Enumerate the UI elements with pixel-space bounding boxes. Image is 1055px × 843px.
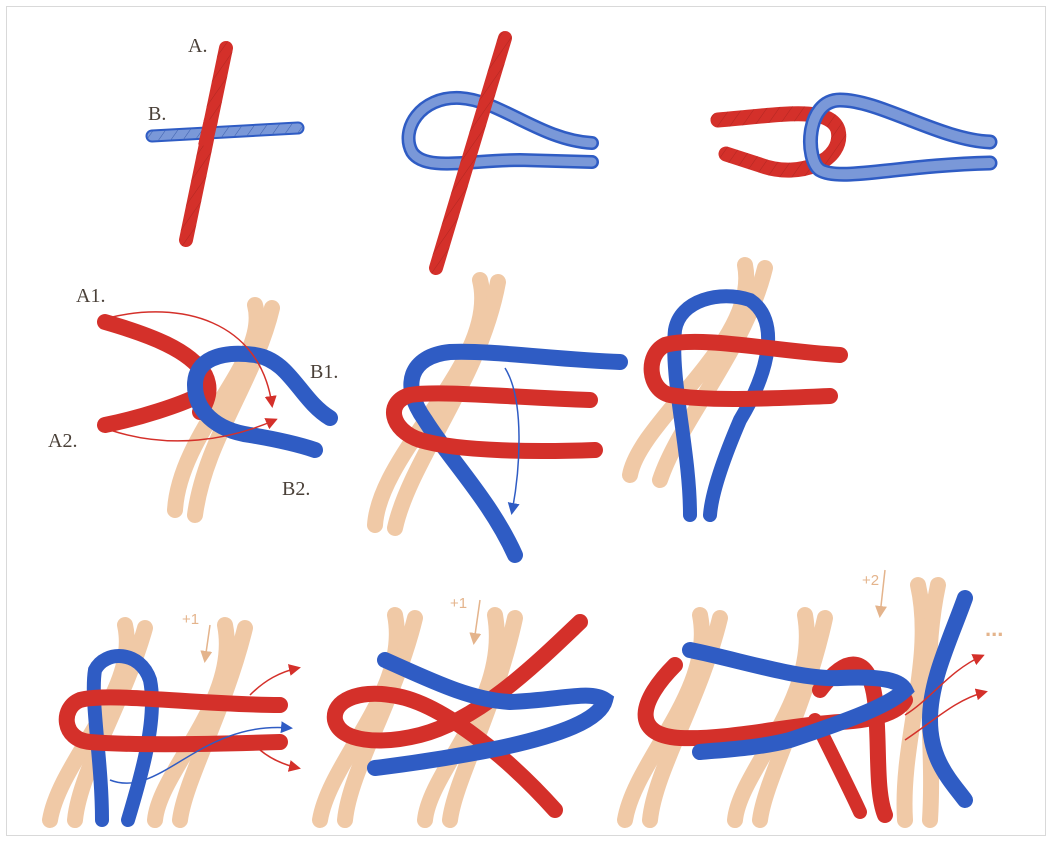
arrow-tan [205, 625, 210, 660]
label-a1: A1. [76, 285, 105, 307]
row2-step5 [375, 280, 620, 555]
arrow-tan [880, 570, 885, 615]
arrow-tan [474, 600, 480, 642]
tan-rope [175, 305, 272, 515]
label-b2: B2. [282, 478, 310, 500]
row1-step3 [718, 100, 990, 174]
row2-step4: A1. A2. B1. B2. [48, 285, 338, 515]
strand-a2 [105, 395, 200, 425]
label-b1: B1. [310, 361, 338, 383]
label-a2: A2. [48, 430, 77, 452]
crossing-over [205, 120, 211, 146]
strand-b-blue [152, 128, 298, 136]
row3-step7: +1 [50, 611, 298, 820]
row3-step9: +2 ... [625, 570, 1003, 820]
label-b: B. [148, 103, 166, 125]
note-plus-1-mid: +1 [450, 595, 467, 612]
row2-step6 [630, 265, 840, 515]
label-a: A. [188, 35, 207, 57]
row1-step1: A. B. [148, 35, 298, 240]
row3-step8: +1 [320, 595, 605, 820]
note-plus-1-left: +1 [182, 611, 199, 628]
tan-rope [320, 615, 515, 820]
row1-step2 [409, 38, 592, 268]
continuation-dots: ... [985, 616, 1003, 641]
note-plus-2: +2 [862, 572, 879, 589]
arrow-red-top [250, 668, 298, 695]
arrow-red-bottom [260, 750, 298, 768]
